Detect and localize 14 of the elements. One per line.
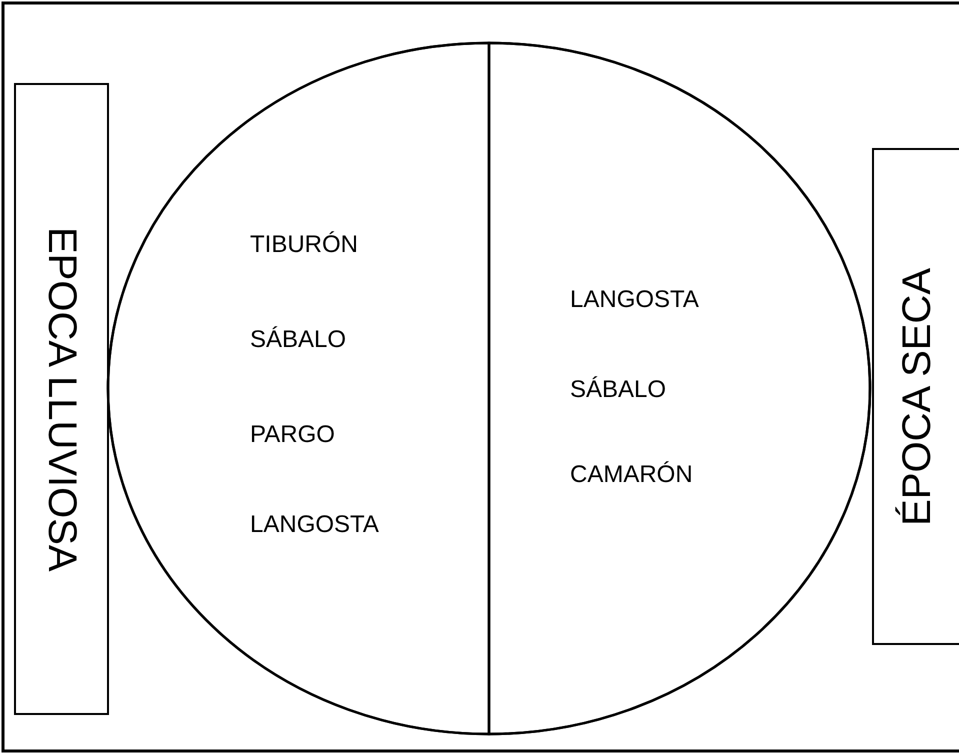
species-label: LANGOSTA <box>250 510 379 540</box>
circle-half <box>489 42 871 735</box>
species-label: LANGOSTA <box>570 285 699 315</box>
season-label: EPOCA LLUVIOSA <box>39 226 84 572</box>
season-box <box>872 148 959 645</box>
species-label: SÁBALO <box>570 375 666 405</box>
season-label: ÉPOCA SECA <box>894 268 940 526</box>
species-label: PARGO <box>250 420 335 450</box>
split-circle <box>107 42 871 735</box>
species-label: TIBURÓN <box>250 230 358 260</box>
species-label: SÁBALO <box>250 325 346 355</box>
circle-half <box>107 42 489 735</box>
species-label: CAMARÓN <box>570 460 693 490</box>
season-box <box>14 83 109 715</box>
